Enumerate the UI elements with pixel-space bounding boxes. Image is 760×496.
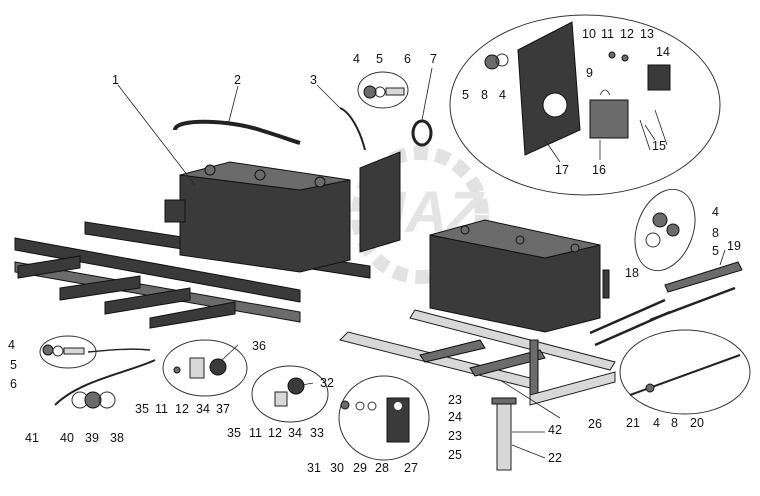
callout-c26: 26 [588, 417, 602, 431]
callout-c31: 31 [307, 461, 321, 475]
detail-terminal-top [357, 71, 409, 109]
callout-c8d: 8 [671, 416, 678, 430]
callout-c6a: 6 [404, 52, 411, 66]
seal-ring [411, 119, 433, 147]
callout-c2: 2 [234, 73, 241, 87]
callout-c13: 13 [640, 27, 654, 41]
callout-c11c: 11 [249, 426, 262, 440]
callout-c7: 7 [430, 52, 437, 66]
callout-c21: 21 [626, 416, 640, 430]
callout-c42: 42 [548, 423, 562, 437]
detail-terminal-right [634, 188, 696, 272]
ground-wire [54, 359, 156, 409]
callout-c19: 19 [727, 239, 741, 253]
callout-c39: 39 [85, 431, 99, 445]
callout-c41: 41 [25, 431, 39, 445]
bolt-assembly [491, 397, 517, 471]
tie-rod-upper [589, 298, 666, 335]
callout-c38: 38 [110, 431, 124, 445]
callout-c23b: 23 [448, 429, 462, 443]
callout-c8b: 8 [481, 88, 488, 102]
callout-c17: 17 [555, 163, 569, 177]
callout-c18: 18 [625, 266, 639, 280]
callout-c12a: 12 [620, 27, 634, 41]
callout-c20: 20 [690, 416, 704, 430]
battery-right [429, 219, 601, 333]
detail-clamp-b [251, 365, 329, 423]
callout-c1: 1 [112, 73, 119, 87]
callout-c4b: 4 [499, 88, 506, 102]
callout-c34a: 34 [196, 402, 210, 416]
terminal-cable [339, 107, 366, 151]
callout-c5a: 5 [376, 52, 383, 66]
callout-c36: 36 [252, 339, 266, 353]
callout-labels: 1 2 3 4 5 6 7 5 8 4 10 11 12 13 14 9 15 … [8, 27, 741, 475]
callout-c16: 16 [592, 163, 606, 177]
callout-c4c: 4 [712, 205, 719, 219]
battery-frame-right [339, 309, 616, 406]
callout-c4d: 4 [653, 416, 660, 430]
callout-c4e: 4 [8, 338, 15, 352]
callout-c29: 29 [353, 461, 367, 475]
callout-c30: 30 [330, 461, 344, 475]
callout-c25: 25 [448, 448, 462, 462]
callout-c10: 10 [582, 27, 596, 41]
callout-c27: 27 [404, 461, 418, 475]
callout-c32: 32 [320, 376, 334, 390]
callout-c5b: 5 [462, 88, 469, 102]
tie-rod-right [649, 286, 736, 322]
detail-bracket [338, 375, 430, 461]
callout-c24: 24 [448, 410, 462, 424]
callout-c22: 22 [548, 451, 562, 465]
detail-top-right [449, 14, 721, 196]
callout-c12b: 12 [175, 402, 189, 416]
leader-lines [117, 67, 726, 459]
detail-rod-end [619, 329, 751, 415]
callout-c23a: 23 [448, 393, 462, 407]
callout-c5e: 5 [10, 358, 17, 372]
callout-c15: 15 [652, 139, 666, 153]
cover-plate [359, 151, 401, 253]
callout-c11b: 11 [155, 402, 168, 416]
callout-c37: 37 [216, 402, 230, 416]
callout-c35b: 35 [227, 426, 241, 440]
tube [664, 261, 743, 293]
callout-c5c: 5 [712, 244, 719, 258]
callout-c6e: 6 [10, 377, 17, 391]
callout-c11a: 11 [601, 27, 614, 41]
callout-c9: 9 [586, 66, 593, 80]
callout-c35a: 35 [135, 402, 149, 416]
battery-left [164, 161, 351, 273]
battery-cable [173, 119, 301, 145]
callout-c12c: 12 [268, 426, 282, 440]
callout-c34b: 34 [288, 426, 302, 440]
callout-c4a: 4 [353, 52, 360, 66]
callout-c28: 28 [375, 461, 389, 475]
callout-c14: 14 [656, 45, 670, 59]
detail-terminal-left [39, 335, 151, 369]
clamp-bar [602, 269, 610, 299]
callout-c40: 40 [60, 431, 74, 445]
callout-c3: 3 [310, 73, 317, 87]
detail-clamp-a [162, 339, 248, 397]
callout-c33: 33 [310, 426, 324, 440]
callout-c8c: 8 [712, 226, 719, 240]
